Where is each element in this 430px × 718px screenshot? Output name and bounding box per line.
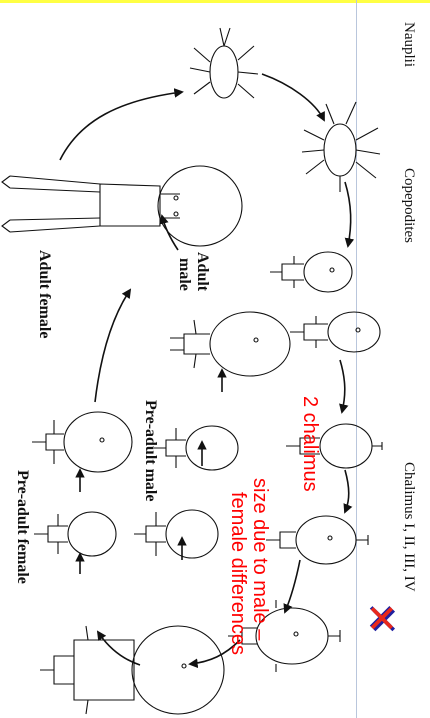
annotation-size-note-line2: female differences bbox=[228, 492, 248, 655]
label-chalimus: Chalimus I, II, III, IV bbox=[401, 462, 416, 592]
label-preadult-female: Pre-adult female bbox=[14, 470, 30, 584]
label-adult-male-line1: Adult bbox=[194, 252, 210, 291]
preadult-female-2 bbox=[34, 512, 116, 556]
chalimus-b bbox=[266, 516, 368, 564]
preadult-male-2 bbox=[134, 510, 218, 558]
annotation-two-chalimus: 2 chalimus bbox=[300, 396, 320, 492]
arrow-chalimus-b-to-c bbox=[285, 560, 300, 612]
cycle-arrows bbox=[60, 74, 351, 665]
label-adult-female: Adult female bbox=[36, 250, 52, 338]
label-adult-male-line2: male bbox=[176, 258, 192, 291]
adult-male-figure bbox=[170, 312, 290, 376]
nauplius-stage-1 bbox=[190, 28, 258, 98]
annotation-size-note-line1: size due to male – bbox=[250, 478, 270, 640]
female-large-figure bbox=[40, 626, 224, 714]
arrow-nauplius-1-to-2 bbox=[262, 74, 324, 120]
arrow-female-to-adult-female bbox=[95, 290, 130, 402]
arrow-adult-male-to-adult-female bbox=[162, 216, 178, 250]
arrow-nauplius-to-copepodite bbox=[345, 182, 351, 246]
copepodite-2 bbox=[290, 312, 380, 352]
adult-female-figure bbox=[2, 166, 242, 246]
label-nauplii: Nauplii bbox=[401, 22, 416, 67]
preadult-male-1 bbox=[154, 426, 238, 470]
arrow-adult-back-to-nauplius bbox=[60, 92, 182, 160]
nauplius-stage-2 bbox=[302, 102, 380, 192]
label-preadult-male: Pre-adult male bbox=[142, 400, 158, 501]
label-copepodites: Copepodites bbox=[401, 168, 416, 243]
copepodite-1 bbox=[270, 252, 352, 292]
arrow-copepodite-to-chalimus bbox=[340, 360, 345, 412]
preadult-female-1 bbox=[32, 412, 132, 472]
cross-mark-icon: ✕ bbox=[366, 600, 398, 638]
arrow-chalimus-a-to-b bbox=[345, 470, 349, 512]
